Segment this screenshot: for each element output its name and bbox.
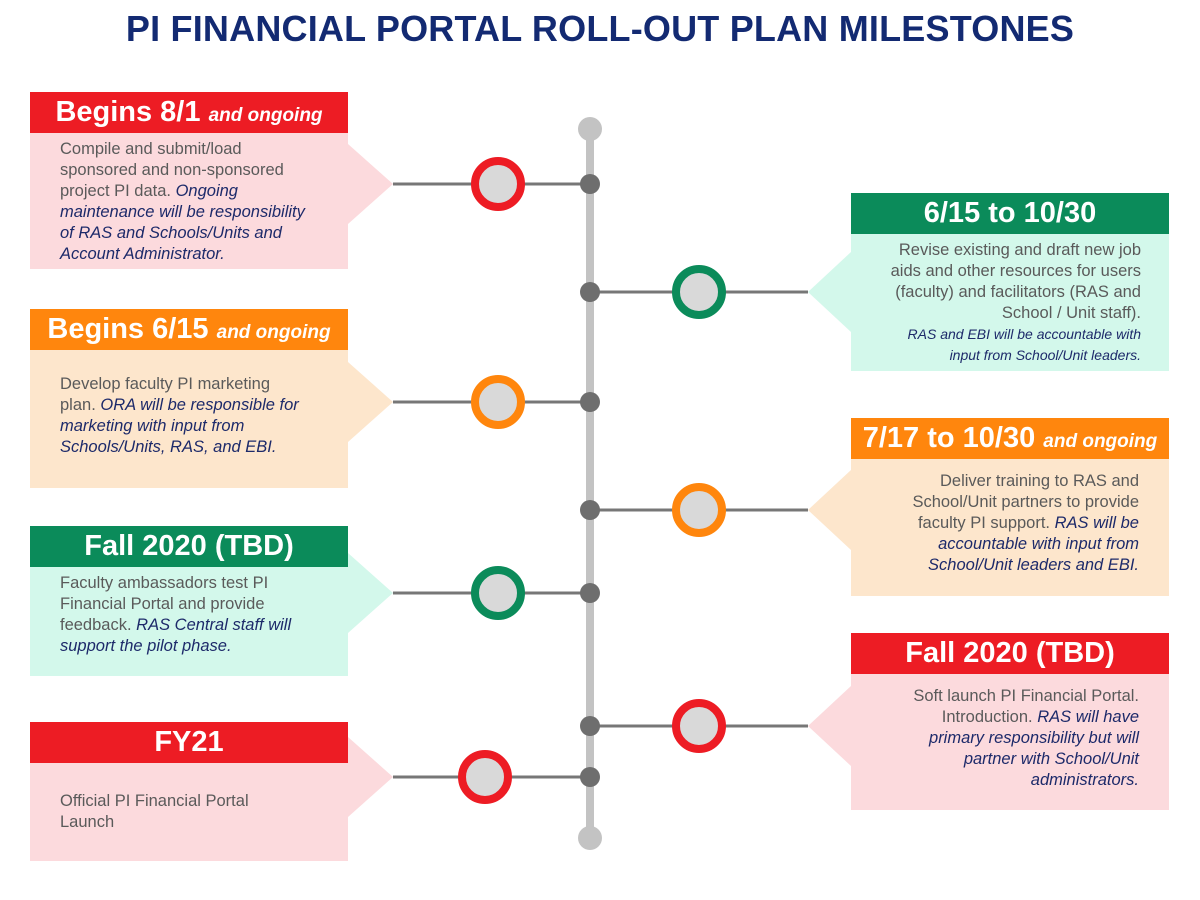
milestone-header: Begins 6/15 and ongoing [30, 309, 348, 350]
milestone-description: Official PI Financial Portal Launch [30, 763, 348, 861]
milestone-card: Begins 8/1 and ongoing Compile and submi… [30, 92, 348, 269]
timeline-node [580, 500, 600, 520]
milestone-description: Faculty ambassadors test PI Financial Po… [30, 567, 348, 676]
timeline-node [580, 282, 600, 302]
milestone-marker-icon [471, 375, 525, 429]
milestone-card: 7/17 to 10/30 and ongoing Deliver traini… [851, 418, 1169, 596]
milestone-card: Fall 2020 (TBD) Faculty ambassadors test… [30, 526, 348, 676]
milestone-header: 7/17 to 10/30 and ongoing [851, 418, 1169, 459]
callout-pointer [348, 553, 393, 633]
milestone-card: 6/15 to 10/30 Revise existing and draft … [851, 193, 1169, 371]
milestone-marker-icon [672, 699, 726, 753]
milestone-marker-icon [672, 483, 726, 537]
milestone-header: FY21 [30, 722, 348, 763]
callout-pointer [348, 362, 393, 442]
milestone-header: Fall 2020 (TBD) [851, 633, 1169, 674]
callout-pointer [808, 252, 851, 332]
milestone-header: Begins 8/1 and ongoing [30, 92, 348, 133]
timeline-node [580, 174, 600, 194]
timeline-end-cap [578, 826, 602, 850]
milestone-marker-icon [471, 157, 525, 211]
milestone-header: 6/15 to 10/30 [851, 193, 1169, 234]
milestone-card: FY21 Official PI Financial Portal Launch [30, 722, 348, 861]
milestone-marker-icon [471, 566, 525, 620]
timeline-node [580, 583, 600, 603]
page-title: PI FINANCIAL PORTAL ROLL-OUT PLAN MILEST… [125, 8, 1075, 49]
milestone-description: Develop faculty PI marketing plan. ORA w… [30, 350, 348, 488]
milestone-marker-icon [672, 265, 726, 319]
timeline-node [580, 392, 600, 412]
milestone-description: Compile and submit/load sponsored and no… [30, 133, 348, 269]
callout-pointer [808, 470, 851, 550]
callout-pointer [808, 686, 851, 766]
timeline-node [580, 716, 600, 736]
milestone-header: Fall 2020 (TBD) [30, 526, 348, 567]
milestone-card: Fall 2020 (TBD) Soft launch PI Financial… [851, 633, 1169, 810]
callout-pointer [348, 737, 393, 817]
timeline-node [580, 767, 600, 787]
timeline-start-cap [578, 117, 602, 141]
milestone-card: Begins 6/15 and ongoing Develop faculty … [30, 309, 348, 488]
callout-pointer [348, 144, 393, 224]
milestone-description: Soft launch PI Financial Portal. Introdu… [851, 674, 1169, 810]
milestone-description: Revise existing and draft new job aids a… [851, 234, 1169, 371]
milestone-description: Deliver training to RAS and School/Unit … [851, 459, 1169, 596]
milestone-marker-icon [458, 750, 512, 804]
